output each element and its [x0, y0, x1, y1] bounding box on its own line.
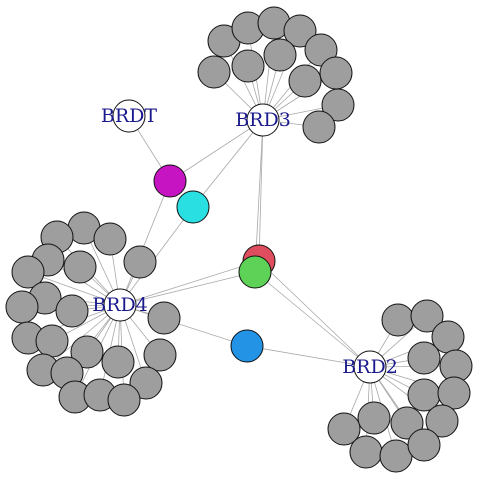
- leaf-node-brd2: [407, 428, 441, 462]
- leaf-node-brd3: [319, 56, 353, 90]
- leaf-node-brd3: [304, 33, 338, 67]
- edge-red-brd4: [119, 260, 260, 306]
- leaf-node-brd4: [93, 222, 127, 256]
- shared-node-green: [238, 255, 272, 289]
- hub-node-brdt: [112, 99, 146, 133]
- leaf-node-brd4: [35, 324, 69, 358]
- leaf-node-brd4: [107, 383, 141, 417]
- leaf-node-brd4: [55, 294, 89, 328]
- shared-node-magenta: [153, 164, 187, 198]
- leaf-node-brd3: [263, 38, 297, 72]
- edge-cyan-brd3: [192, 119, 264, 208]
- leaf-node-brd3: [197, 55, 231, 89]
- leaf-node-brd3: [231, 49, 265, 83]
- leaf-node-brd4: [11, 255, 45, 289]
- leaf-node-brd2: [410, 299, 444, 333]
- leaf-node-brd3: [288, 64, 322, 98]
- leaf-node-brd4: [101, 345, 135, 379]
- shared-node-cyan: [176, 190, 210, 224]
- hub-label-brd4: BRD4: [92, 294, 148, 316]
- edge-red-brd2: [258, 260, 371, 368]
- hub-label-brdt: BRDT: [101, 105, 158, 127]
- edge-green-brd4: [119, 271, 256, 306]
- leaf-node-brd4: [5, 290, 39, 324]
- label-layer: BRDT BRD3 BRD4 BRD2: [92, 105, 398, 378]
- leaf-node-brd4: [123, 245, 157, 279]
- leaf-node-brd3: [283, 14, 317, 48]
- leaf-node-brd4: [70, 335, 104, 369]
- leaf-node-brd4: [147, 301, 181, 335]
- leaf-node-brd4: [129, 366, 163, 400]
- edge-blue-brd4: [119, 304, 248, 347]
- hub-node-brd4: [103, 288, 137, 322]
- leaf-node-brd2: [349, 435, 383, 469]
- leaf-node-brd4: [63, 250, 97, 284]
- edge-cyan-brd4: [119, 206, 194, 306]
- leaf-node-brd3: [321, 88, 355, 122]
- node-layer: [5, 6, 473, 473]
- edge-red-brd3: [258, 119, 264, 262]
- leaf-node-brd2: [390, 406, 424, 440]
- leaf-node-brd2: [379, 439, 413, 473]
- leaf-node-brd4: [143, 338, 177, 372]
- leaf-node-brd2: [425, 404, 459, 438]
- edge-green-brd2: [254, 271, 371, 368]
- edge-blue-brd2: [246, 345, 371, 368]
- hub-label-brd3: BRD3: [235, 109, 291, 131]
- leaf-node-brd2: [437, 376, 471, 410]
- edge-magenta-brd3: [169, 119, 264, 182]
- leaf-node-brd2: [381, 303, 415, 337]
- leaf-node-brd3: [302, 110, 336, 144]
- leaf-node-brd2: [327, 412, 361, 446]
- hub-label-brd2: BRD2: [342, 356, 398, 378]
- leaf-node-brd2: [407, 341, 441, 375]
- hub-node-brd2: [353, 350, 387, 384]
- leaf-node-brd2: [357, 401, 391, 435]
- shared-node-blue: [230, 329, 264, 363]
- edge-magenta-brd4: [119, 180, 171, 306]
- hub-node-brd3: [246, 103, 280, 137]
